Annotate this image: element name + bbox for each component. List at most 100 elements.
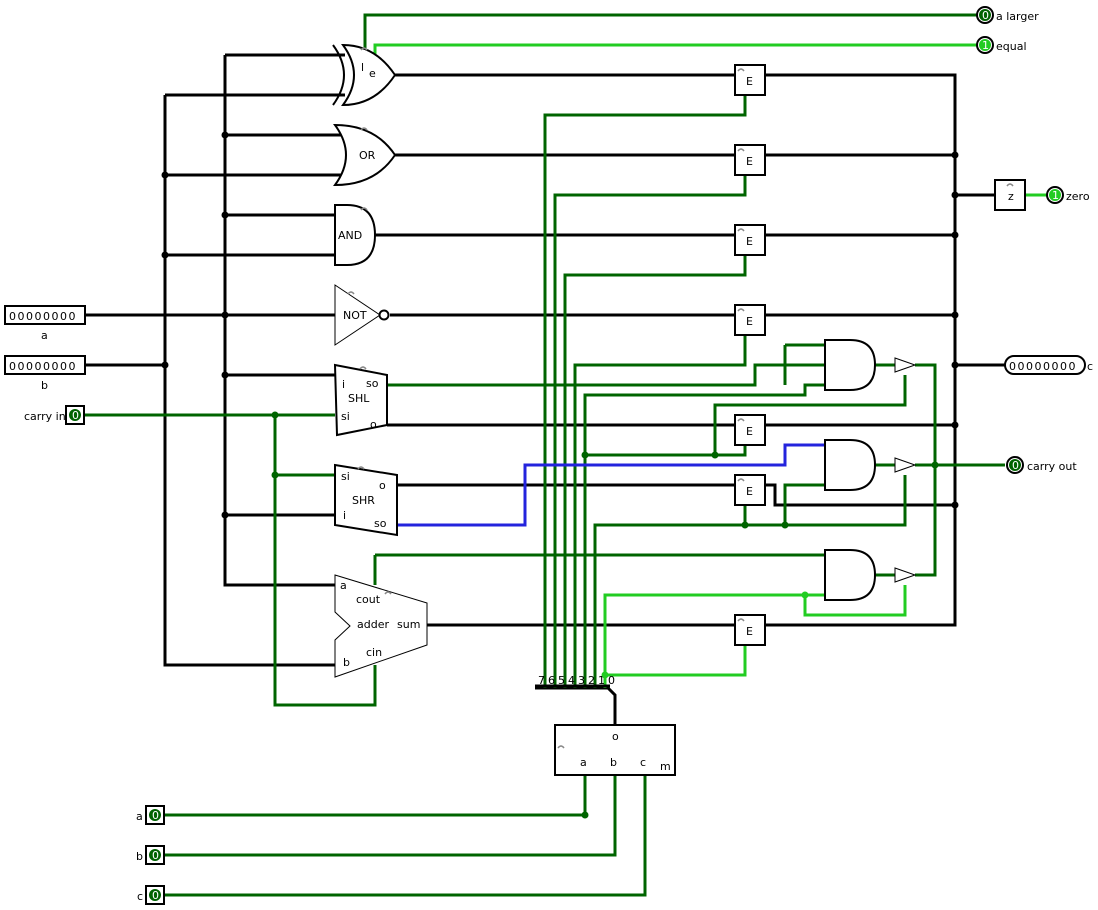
equal-label: equal [996,40,1027,53]
sel-c-label: c [137,890,143,903]
adder-label: adder [357,618,389,631]
enable-gate-shr[interactable]: E [734,474,766,506]
zero-value: 1 [1052,189,1059,202]
shl-label: SHL [348,392,370,405]
or-gate[interactable]: OR [333,123,397,187]
shr-pin-o: o [379,479,386,492]
enable-gate-xor[interactable]: E [734,64,766,96]
input-a[interactable]: 00000000 a [4,305,86,342]
sel-c-value: 0 [152,889,159,902]
input-sel-c[interactable]: 0 c [137,885,165,905]
shr-pin-so: so [374,517,387,530]
shl-pin-si: si [341,410,350,423]
input-a-value: 00000000 [9,310,77,323]
enable-gate-and[interactable]: E [734,224,766,256]
output-carry-out: 0 carry out [1006,456,1077,474]
xor-gate[interactable]: l e [332,43,397,107]
enable-label: E [746,75,753,88]
adder-block[interactable]: a cout adder sum b cin [334,574,428,678]
carry-and-gate-1[interactable] [824,339,877,391]
wires [85,13,1048,897]
output-zero: 1 zero [1046,186,1090,204]
sel-b-value: 0 [152,849,159,862]
adder-pin-b: b [343,656,350,669]
splitter[interactable]: 7 6 5 4 3 2 1 0 [535,674,615,688]
enable-gate-adder[interactable]: E [734,614,766,646]
splitter-bit: 4 [568,674,575,687]
buffer-2[interactable] [894,457,917,473]
input-b-value: 00000000 [9,360,77,373]
output-c-label: c [1087,360,1093,373]
adder-pin-cout: cout [356,593,381,606]
shl-block[interactable]: i so SHL si o [333,363,388,437]
adder-pin-a: a [340,579,347,592]
buffer-1[interactable] [894,357,917,373]
enable-label: E [746,425,753,438]
equal-value: 1 [982,39,989,52]
enable-gate-shl[interactable]: E [734,414,766,446]
splitter-bit: 1 [598,674,605,687]
shr-pin-si: si [341,470,350,483]
input-b-label: b [41,379,48,392]
and-label: AND [338,229,362,242]
zero-detect-label: z [1008,190,1014,203]
decoder-pin-o: o [612,730,619,743]
and-gate[interactable]: AND [334,204,377,266]
carry-in-label: carry in [24,410,66,423]
or-label: OR [359,149,376,162]
splitter-bit: 3 [578,674,585,687]
xor-pin-l: l [361,61,364,74]
decoder[interactable]: o a b c m [554,724,676,776]
splitter-bit: 0 [608,674,615,687]
output-c: 00000000 c [1004,355,1093,375]
a-larger-value: 0 [982,9,989,22]
enable-label: E [746,625,753,638]
shl-pin-i: i [342,378,345,391]
decoder-pin-c: c [640,756,646,769]
input-sel-a[interactable]: 0 a [136,805,165,825]
carry-and-gate-2[interactable] [824,439,877,491]
input-a-label: a [41,329,48,342]
output-c-value: 00000000 [1009,360,1077,373]
junction-dots [161,131,959,819]
sel-b-label: b [136,850,143,863]
shr-block[interactable]: si o SHR i so [334,463,398,537]
carry-and-gate-3[interactable] [824,549,877,601]
adder-pin-cin: cin [366,646,382,659]
enable-gate-not[interactable]: E [734,304,766,336]
enable-label: E [746,315,753,328]
adder-pin-sum: sum [397,618,420,631]
sel-a-label: a [136,810,143,823]
not-label: NOT [343,309,367,322]
input-b[interactable]: 00000000 b [4,355,86,392]
shr-label: SHR [352,494,375,507]
carry-out-value: 0 [1012,459,1019,472]
buffer-3[interactable] [894,567,917,583]
enable-label: E [746,235,753,248]
enable-label: E [746,155,753,168]
input-carry-in[interactable]: 0 carry in [24,405,85,425]
shl-pin-so: so [366,377,379,390]
zero-label: zero [1066,190,1090,203]
zero-detector[interactable]: z [994,179,1026,211]
carry-out-label: carry out [1027,460,1077,473]
carry-in-value: 0 [72,409,79,422]
decoder-pin-a: a [580,756,587,769]
splitter-bit: 2 [588,674,595,687]
output-a-larger: 0 a larger [976,6,1039,24]
splitter-bit: 5 [558,674,565,687]
input-sel-b[interactable]: 0 b [136,845,165,865]
enable-label: E [746,485,753,498]
output-equal: 1 equal [976,36,1027,54]
splitter-bit: 6 [548,674,555,687]
not-gate[interactable]: NOT [334,284,390,346]
xor-pin-e: e [369,67,376,80]
shl-pin-o: o [370,418,377,431]
decoder-pin-m: m [660,760,671,773]
decoder-pin-b: b [610,756,617,769]
shr-pin-i: i [343,509,346,522]
enable-gate-or[interactable]: E [734,144,766,176]
splitter-bit: 7 [538,674,545,687]
sel-a-value: 0 [152,809,159,822]
